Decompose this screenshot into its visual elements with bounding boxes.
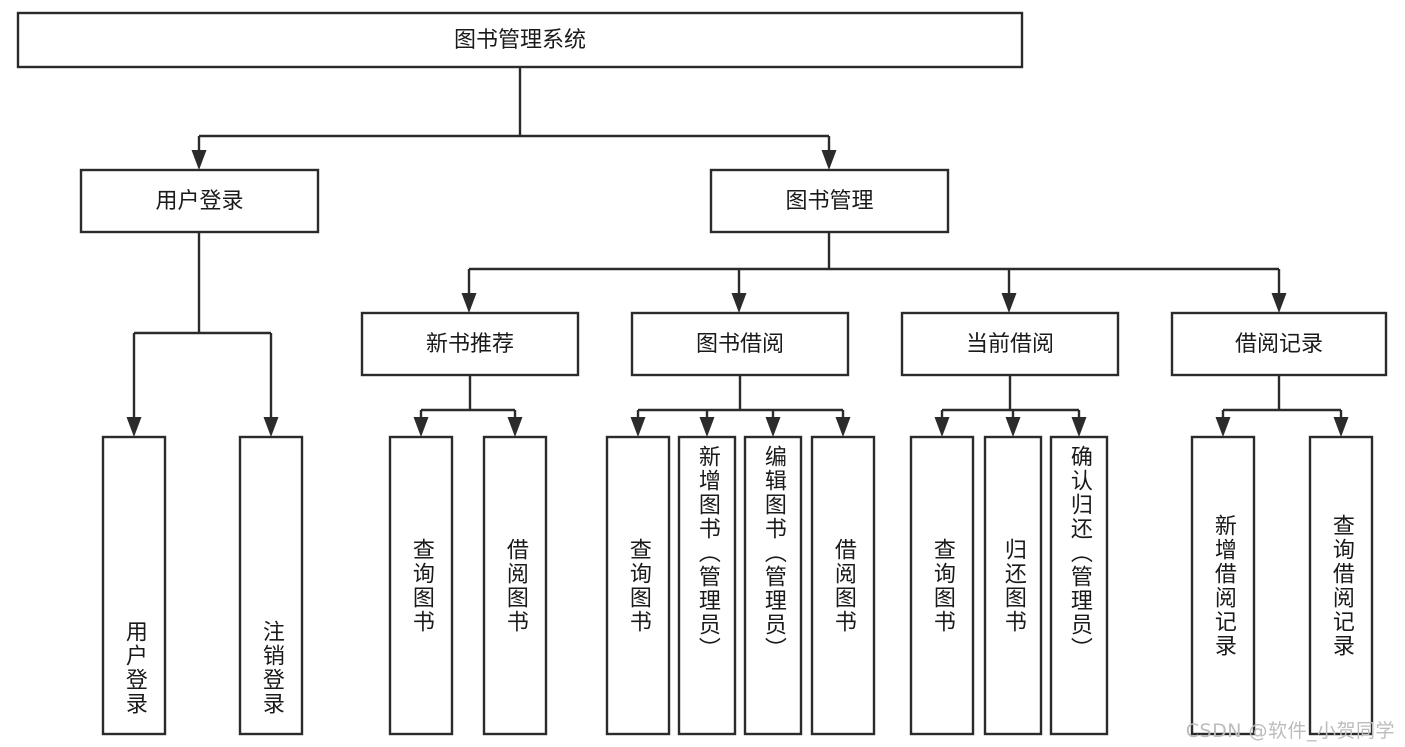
node-current-borrow[interactable] bbox=[900, 311, 1120, 377]
leaf-box[interactable] bbox=[482, 435, 548, 736]
node-label: 图书管理系统 bbox=[454, 28, 586, 53]
leaf-box[interactable] bbox=[743, 435, 803, 736]
node-book-manage[interactable] bbox=[709, 168, 950, 234]
node-leaf-user-login[interactable] bbox=[101, 435, 167, 736]
node-leaf-add-record[interactable] bbox=[1190, 435, 1256, 736]
node-leaf-logout[interactable] bbox=[238, 435, 304, 736]
node-box[interactable] bbox=[79, 168, 320, 234]
arrow-head-icon bbox=[1005, 417, 1021, 437]
leaf-box[interactable] bbox=[1190, 435, 1256, 736]
arrow-head-icon bbox=[1001, 293, 1017, 313]
node-user-login[interactable] bbox=[79, 168, 320, 234]
arrow-head-icon bbox=[1333, 417, 1349, 437]
leaf-box[interactable] bbox=[1049, 435, 1109, 736]
leaf-box[interactable] bbox=[677, 435, 737, 736]
boxes-layer bbox=[16, 11, 1388, 736]
node-label: 图书管理 bbox=[785, 189, 873, 214]
leaf-box[interactable] bbox=[101, 435, 167, 736]
node-box[interactable] bbox=[900, 311, 1120, 377]
connectors-layer bbox=[126, 67, 1349, 437]
arrow-head-icon bbox=[461, 293, 477, 313]
arrow-head-icon bbox=[765, 417, 781, 437]
arrow-head-icon bbox=[835, 417, 851, 437]
arrow-head-icon bbox=[126, 417, 142, 437]
leaf-box[interactable] bbox=[810, 435, 876, 736]
arrow-head-icon bbox=[934, 417, 950, 437]
leaf-box[interactable] bbox=[983, 435, 1043, 736]
arrow-head-icon bbox=[821, 150, 837, 170]
node-box[interactable] bbox=[360, 311, 580, 377]
node-leaf-query-book-1[interactable] bbox=[388, 435, 454, 736]
node-leaf-borrow-book-2[interactable] bbox=[810, 435, 876, 736]
arrow-head-icon bbox=[1271, 293, 1287, 313]
node-box[interactable] bbox=[630, 311, 850, 377]
node-root-system[interactable] bbox=[16, 11, 1024, 69]
arrow-head-icon bbox=[630, 417, 646, 437]
arrow-head-icon bbox=[263, 417, 279, 437]
node-book-borrow[interactable] bbox=[630, 311, 850, 377]
leaf-box[interactable] bbox=[388, 435, 454, 736]
node-label: 图书借阅 bbox=[696, 332, 784, 357]
arrow-head-icon bbox=[731, 293, 747, 313]
leaf-box[interactable] bbox=[909, 435, 975, 736]
node-label: 用户登录 bbox=[155, 189, 243, 214]
node-box[interactable] bbox=[1170, 311, 1388, 377]
node-box[interactable] bbox=[709, 168, 950, 234]
arrow-head-icon bbox=[191, 150, 207, 170]
node-borrow-record[interactable] bbox=[1170, 311, 1388, 377]
node-leaf-query-book-2[interactable] bbox=[605, 435, 671, 736]
leaf-box[interactable] bbox=[238, 435, 304, 736]
node-leaf-borrow-book-1[interactable] bbox=[482, 435, 548, 736]
node-leaf-query-book-3[interactable] bbox=[909, 435, 975, 736]
node-label: 当前借阅 bbox=[966, 332, 1054, 357]
node-box[interactable] bbox=[16, 11, 1024, 69]
leaf-box[interactable] bbox=[1308, 435, 1374, 736]
node-leaf-edit-book[interactable] bbox=[743, 435, 803, 736]
node-leaf-return-book[interactable] bbox=[983, 435, 1043, 736]
node-label: 借阅记录 bbox=[1235, 332, 1323, 357]
node-leaf-confirm-return[interactable] bbox=[1049, 435, 1109, 736]
arrow-head-icon bbox=[699, 417, 715, 437]
arrow-head-icon bbox=[507, 417, 523, 437]
arrow-head-icon bbox=[1071, 417, 1087, 437]
node-leaf-query-record[interactable] bbox=[1308, 435, 1374, 736]
leaf-box[interactable] bbox=[605, 435, 671, 736]
node-new-book-rec[interactable] bbox=[360, 311, 580, 377]
node-label: 新书推荐 bbox=[426, 332, 514, 357]
node-leaf-add-book[interactable] bbox=[677, 435, 737, 736]
arrow-head-icon bbox=[413, 417, 429, 437]
csdn-watermark: CSDN @软件_小贺同学 bbox=[1185, 720, 1395, 742]
arrow-head-icon bbox=[1215, 417, 1231, 437]
